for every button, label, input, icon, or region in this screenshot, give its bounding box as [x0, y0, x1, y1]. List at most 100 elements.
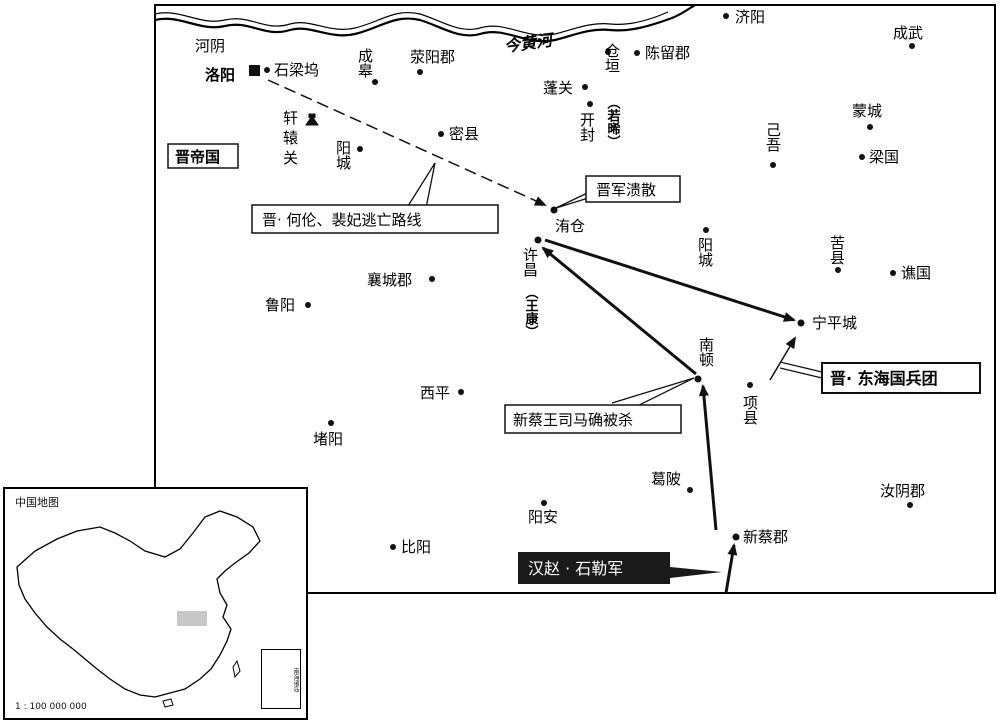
yellow-river — [154, 4, 696, 43]
label-ningping: 宁平城 — [812, 314, 857, 332]
dot-xingyang — [417, 69, 423, 75]
dot-kuxian — [835, 267, 841, 273]
dot-nandun — [694, 375, 702, 383]
china-outline — [16, 510, 261, 708]
dot-yangcheng2 — [703, 227, 709, 233]
label-chenliu: 陈留郡 — [645, 44, 690, 62]
prince-box — [504, 404, 682, 434]
dot-xincai — [732, 533, 740, 541]
label-shiliangwu: 石梁坞 — [274, 61, 319, 79]
label-yangan: 阳安 — [528, 508, 558, 526]
inset-title: 中国地图 — [15, 496, 59, 509]
dot-shiliangwu — [264, 67, 270, 73]
dot-xiping — [458, 389, 464, 395]
dot-yangcheng1 — [357, 146, 363, 152]
label-jiwu: 己吾 — [764, 122, 782, 152]
dot-fengguan — [582, 84, 588, 90]
label-xiangxian: 项县 — [741, 395, 759, 425]
yellow-river-bank — [154, 11, 669, 36]
dot-yangan — [541, 500, 547, 506]
label-xingyang: 荥阳郡 — [410, 48, 455, 66]
dot-chenliu — [634, 50, 640, 56]
luoyang-marker — [249, 65, 260, 76]
donghai-arrow — [769, 336, 797, 381]
label-wangkang: （王康） — [523, 286, 540, 338]
prince-label: 新蔡王司马确被杀 — [513, 411, 633, 429]
luoyang-label: 洛阳 — [205, 66, 235, 84]
donghai-label: 晋· 东海国兵团 — [830, 369, 938, 388]
jin-empire-box — [167, 143, 239, 169]
label-jiyang: 济阳 — [735, 8, 765, 26]
shile-box-pointer — [670, 567, 722, 578]
pass-char-1: 轩 — [283, 109, 298, 127]
south-sea-islands-box: 南海诸岛 — [261, 649, 301, 709]
donghai-box — [821, 362, 981, 394]
collapse-box — [585, 175, 681, 203]
label-xuchang: 许昌 — [521, 247, 539, 277]
dot-kaifeng — [587, 101, 593, 107]
donghai-pointer-2 — [779, 367, 823, 379]
escape-callout-pointer — [407, 162, 436, 209]
escape-route-box — [251, 204, 499, 234]
dot-cangyuan — [605, 49, 611, 55]
label-mixian: 密县 — [449, 125, 479, 143]
dot-zheyang — [328, 420, 334, 426]
label-xiangcheng: 襄城郡 — [367, 271, 412, 289]
dot-jiwu — [770, 162, 776, 168]
donghai-pointer-1 — [779, 361, 823, 373]
label-liangguo: 梁国 — [869, 148, 899, 166]
dot-xiangcheng — [429, 276, 435, 282]
escape-route-label: 晋· 何伦、裴妃逃亡路线 — [262, 211, 422, 229]
dot-gebei — [687, 487, 693, 493]
label-biyang: 比阳 — [401, 538, 431, 556]
label-luyang: 鲁阳 — [265, 296, 295, 314]
pass-icon — [305, 113, 319, 126]
label-nandun: 南顿 — [697, 337, 715, 367]
china-outline-path — [16, 510, 261, 698]
shile-box — [518, 552, 670, 584]
label-zheyang: 堵阳 — [313, 430, 343, 448]
taiwan-island — [232, 659, 241, 679]
shile-arrow-xuchang — [541, 246, 697, 376]
collapse-label: 晋军溃散 — [596, 181, 656, 199]
label-ruoshao: （若晞） — [605, 96, 622, 148]
dot-xuchang — [534, 236, 542, 244]
dot-chenggao — [372, 79, 378, 85]
pass-char-2: 辕 — [283, 129, 298, 147]
label-kaifeng: 开封 — [578, 112, 596, 142]
dot-ruyin — [907, 502, 913, 508]
label-xiping: 西平 — [420, 384, 450, 402]
shile-label: 汉赵 · 石勒军 — [528, 559, 623, 578]
label-mengcheng: 蒙城 — [852, 102, 882, 120]
place-labels: 河阴 石梁坞 成皋 荥阳郡 蓬关 仓垣 （若晞） 开封 陈留郡 济阳 成武 蒙城… — [195, 8, 931, 556]
label-ruyin: 汝阴郡 — [880, 482, 925, 500]
shile-arrow-xincai — [724, 543, 738, 594]
shile-arrow-ningping — [544, 238, 796, 322]
dot-qiaoguo — [890, 270, 896, 276]
dot-ningping — [797, 319, 805, 327]
dot-jiyang — [723, 13, 729, 19]
dot-mengcheng — [867, 124, 873, 130]
china-inset-map: 中国地图 1 : 100 000 000 南海诸岛 — [3, 487, 308, 720]
label-heyin: 河阴 — [195, 37, 225, 55]
label-chengwu: 成武 — [893, 24, 923, 42]
inset-scale: 1 : 100 000 000 — [15, 702, 87, 712]
dot-luyang — [305, 302, 311, 308]
escape-route-line — [267, 79, 547, 206]
dot-chengwu — [909, 43, 915, 49]
dot-weicang — [550, 206, 558, 214]
place-dots — [264, 13, 915, 550]
label-gebei: 葛陂 — [651, 470, 681, 488]
label-yangcheng2: 阳城 — [696, 237, 714, 268]
label-kuxian: 苦县 — [828, 235, 846, 265]
label-fengguan: 蓬关 — [543, 79, 573, 97]
south-sea-label: 南海诸岛 — [292, 668, 299, 692]
label-qiaoguo: 谯国 — [901, 264, 931, 282]
shile-arrow-nandun — [698, 384, 718, 531]
prince-callout-pointer — [611, 377, 695, 413]
label-weicang: 洧仓 — [555, 217, 585, 235]
dot-liangguo — [859, 154, 865, 160]
dot-xiangxian — [747, 382, 753, 388]
label-chenggao: 成皋 — [356, 48, 374, 78]
map-region-highlight — [177, 611, 207, 626]
